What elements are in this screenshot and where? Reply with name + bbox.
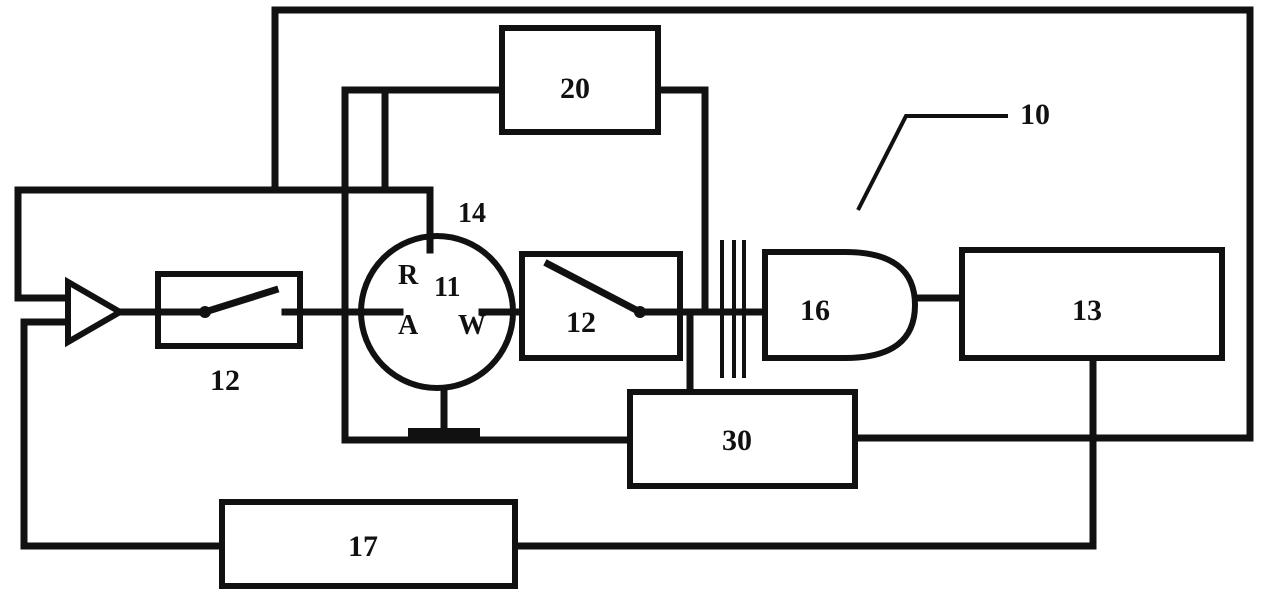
switch-right-label: 12 <box>566 306 596 339</box>
wire-20-right <box>654 86 709 316</box>
ground-plate <box>408 428 480 440</box>
block-16-label: 16 <box>800 294 830 327</box>
block-17-label: 17 <box>348 530 378 563</box>
amplifier-icon <box>65 276 127 348</box>
pointer-line-10 <box>856 114 1008 211</box>
block-13-label: 13 <box>1072 294 1102 327</box>
wire-20-left <box>341 86 634 444</box>
switch-left <box>154 271 304 349</box>
block-30-label: 30 <box>722 424 752 457</box>
electrode-label-w: W <box>458 310 486 341</box>
block-30 <box>627 389 858 489</box>
block-20-label: 20 <box>560 72 590 105</box>
wire-top-feedback <box>14 186 434 302</box>
switch-right <box>519 251 684 361</box>
capacitor-icon <box>720 240 746 378</box>
wire-13-to-17 <box>511 356 1097 550</box>
block-17 <box>219 499 518 589</box>
cell-label-11: 11 <box>434 272 460 303</box>
pointer-label-10: 10 <box>1020 98 1050 131</box>
electrochemical-cell <box>356 232 518 391</box>
wire-outer-top-loop <box>271 6 1254 442</box>
electrode-label-a: A <box>398 310 419 341</box>
block-20 <box>499 25 661 135</box>
cell-label-14: 14 <box>458 198 486 229</box>
wire-17-to-amp <box>20 318 226 550</box>
block-13 <box>959 247 1225 361</box>
electrode-label-r: R <box>398 260 419 291</box>
block-16 <box>762 249 919 361</box>
switch-left-label: 12 <box>210 364 240 397</box>
